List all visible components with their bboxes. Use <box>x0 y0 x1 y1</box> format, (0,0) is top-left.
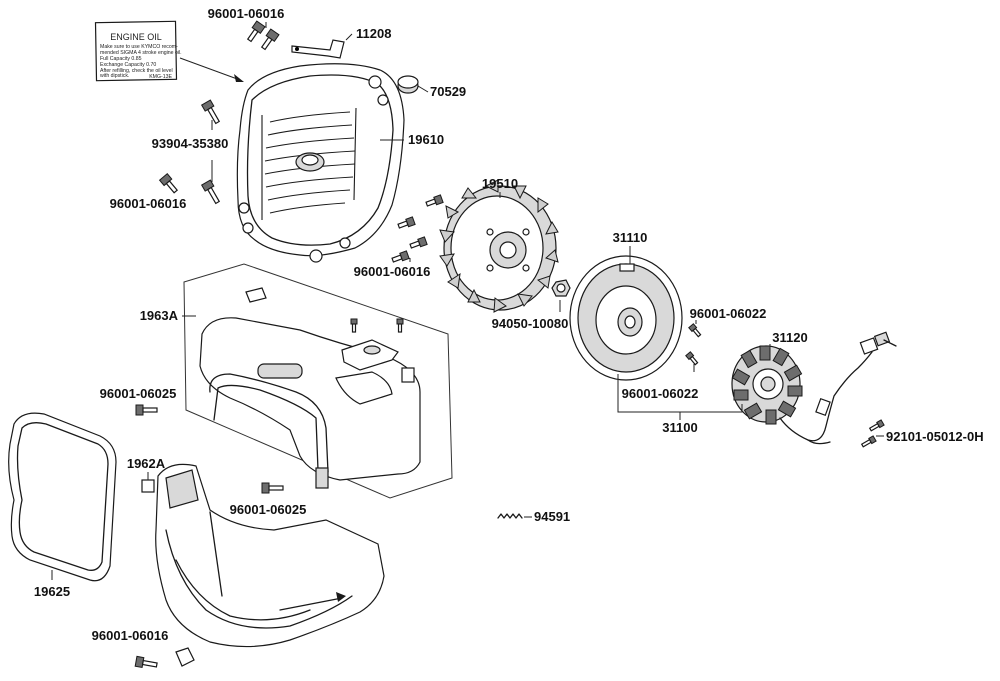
label-31110: 31110 <box>613 230 648 245</box>
label-31100: 31100 <box>662 420 697 435</box>
bolt-06025-left <box>135 404 158 416</box>
oil-decal-title: ENGINE OIL <box>110 32 162 42</box>
bolt-group-top <box>246 20 280 51</box>
rubber-plug-70529 <box>397 75 419 94</box>
label-92101-05012-0H: 92101-05012-0H <box>886 429 984 444</box>
lower-shroud-1962A <box>141 463 385 667</box>
cooling-fan-19510 <box>439 179 559 313</box>
bolt-06016-bottom <box>134 655 158 669</box>
spring-94591 <box>497 513 523 519</box>
decal-arrowhead <box>234 74 244 82</box>
oil-decal-line2: mended SIGMA 4 stroke engine oil. <box>100 50 182 56</box>
shroud-assembly-box-1963A <box>183 263 453 499</box>
label-19610: 19610 <box>408 132 444 147</box>
label-31120: 31120 <box>772 330 807 345</box>
label-19625: 19625 <box>34 584 70 599</box>
fan-fins <box>439 179 559 313</box>
flywheel-31110 <box>569 255 683 381</box>
label-94591: 94591 <box>534 509 570 524</box>
label-1963A: 1963A <box>140 308 179 323</box>
label-11208: 11208 <box>356 26 391 41</box>
bolt-group-06022 <box>685 323 702 366</box>
leader-lines <box>51 22 884 580</box>
bolt-group-fan <box>391 194 444 263</box>
label-96001-06022-a: 96001-06022 <box>690 306 767 321</box>
label-96001-06025-a: 96001-06025 <box>100 386 177 401</box>
shroud-1963A <box>199 287 421 489</box>
bolt-group-92101 <box>860 419 885 448</box>
oil-decal-line5: After refilling, check the oil level <box>100 68 173 74</box>
stator-coils <box>731 345 803 425</box>
label-70529: 70529 <box>430 84 466 99</box>
oil-decal-line1: Make sure to use KYMCO recom- <box>100 44 178 50</box>
oil-decal-line6: with dipstick. <box>100 73 129 79</box>
bracket-11208 <box>291 39 345 59</box>
label-96001-06025-b: 96001-06025 <box>230 502 307 517</box>
label-94050-10080: 94050-10080 <box>492 316 569 331</box>
screw-group-93904 <box>158 99 221 205</box>
label-96001-06016-top: 96001-06016 <box>208 6 285 21</box>
label-96001-06016-mid: 96001-06016 <box>354 264 431 279</box>
fan-cover-19610 <box>236 63 405 263</box>
stator-31120 <box>731 331 897 445</box>
label-1962A: 1962A <box>127 456 166 471</box>
oil-decal-code: KMG-13E <box>149 74 172 80</box>
label-19510: 19510 <box>482 176 518 191</box>
label-93904-35380: 93904-35380 <box>152 136 229 151</box>
fan-cover-grill <box>261 107 357 220</box>
part-number-labels: 96001-06016 11208 70529 93904-35380 1961… <box>34 6 984 643</box>
engine-oil-decal: ENGINE OIL Make sure to use KYMCO recom-… <box>94 20 244 82</box>
label-96001-06016-left: 96001-06016 <box>110 196 187 211</box>
oil-decal-line4: Exchange Capacity 0.70 <box>100 62 156 68</box>
oil-decal-line3: Full Capacity 0.85 <box>100 56 142 62</box>
bolt-06025-bottom <box>261 482 284 494</box>
decal-arrow <box>179 57 241 81</box>
nut-94050-10080 <box>551 279 571 297</box>
gasket-19625 <box>8 412 117 582</box>
label-96001-06022-b: 96001-06022 <box>622 386 699 401</box>
label-96001-06016-bottom: 96001-06016 <box>92 628 169 643</box>
